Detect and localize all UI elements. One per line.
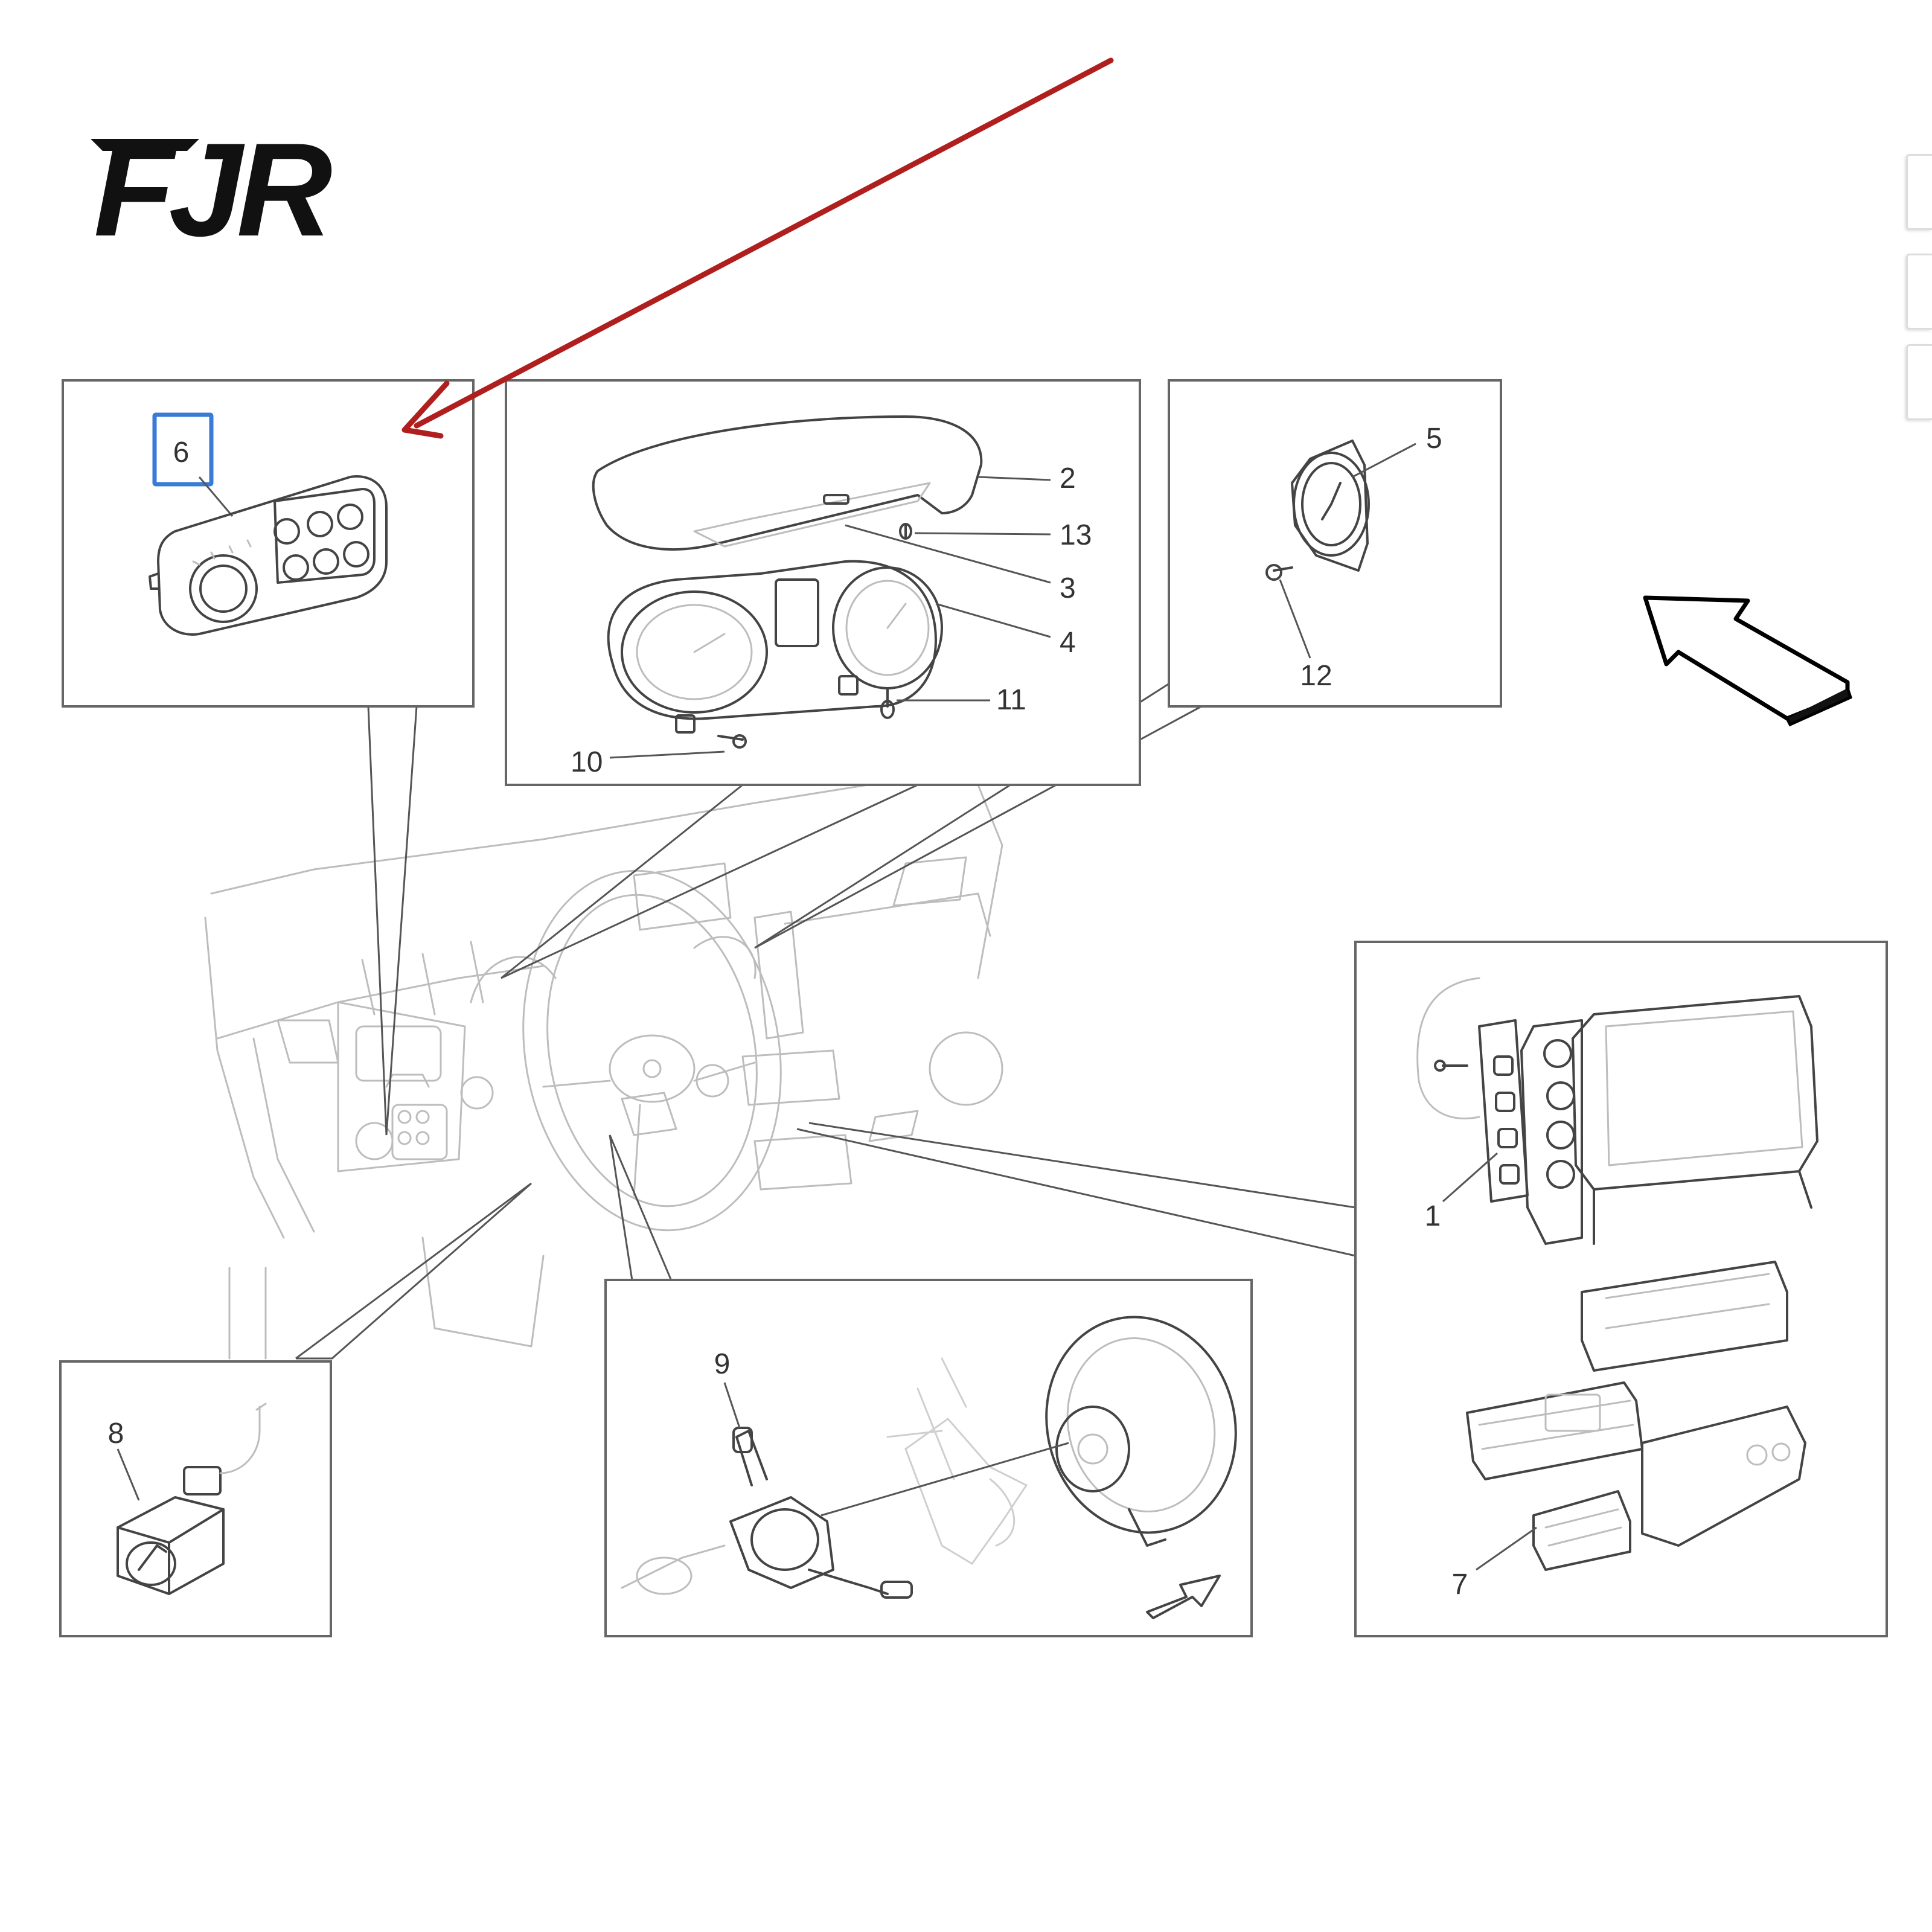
side-tab-2[interactable] (1906, 254, 1932, 330)
side-tab-3[interactable] (1906, 344, 1932, 420)
label-8: 8 (108, 1418, 124, 1450)
label-4: 4 (1060, 627, 1076, 659)
highlight-box (152, 412, 214, 487)
label-11: 11 (996, 684, 1026, 716)
side-tab-1[interactable] (1906, 154, 1932, 230)
dashboard-overview (204, 778, 1003, 1360)
panel-steering-column: 9 (604, 1279, 1253, 1637)
label-2: 2 (1060, 462, 1076, 494)
panel-instrument-cluster: 2 13 3 4 11 10 (505, 379, 1141, 786)
label-13: 13 (1060, 519, 1092, 551)
panel-clock: 5 12 (1168, 379, 1502, 708)
panel-part-6: 6 (62, 379, 475, 708)
panel-center-console: 1 7 (1354, 941, 1888, 1637)
label-10: 10 (571, 746, 603, 778)
label-3: 3 (1060, 572, 1076, 604)
label-9: 9 (714, 1348, 731, 1380)
panel-light-switch: 8 (59, 1360, 332, 1637)
logo-text: FJR (94, 115, 332, 264)
pointer-arrow-icon (401, 57, 1114, 439)
small-orientation-arrow-icon (1146, 1575, 1221, 1619)
brand-logo-icon: FJR (91, 115, 338, 264)
label-7: 7 (1452, 1569, 1468, 1601)
label-12: 12 (1300, 660, 1332, 692)
label-1: 1 (1425, 1200, 1441, 1232)
orientation-arrow-icon (1643, 595, 1853, 727)
label-6: 6 (173, 437, 190, 469)
label-5: 5 (1426, 423, 1442, 455)
